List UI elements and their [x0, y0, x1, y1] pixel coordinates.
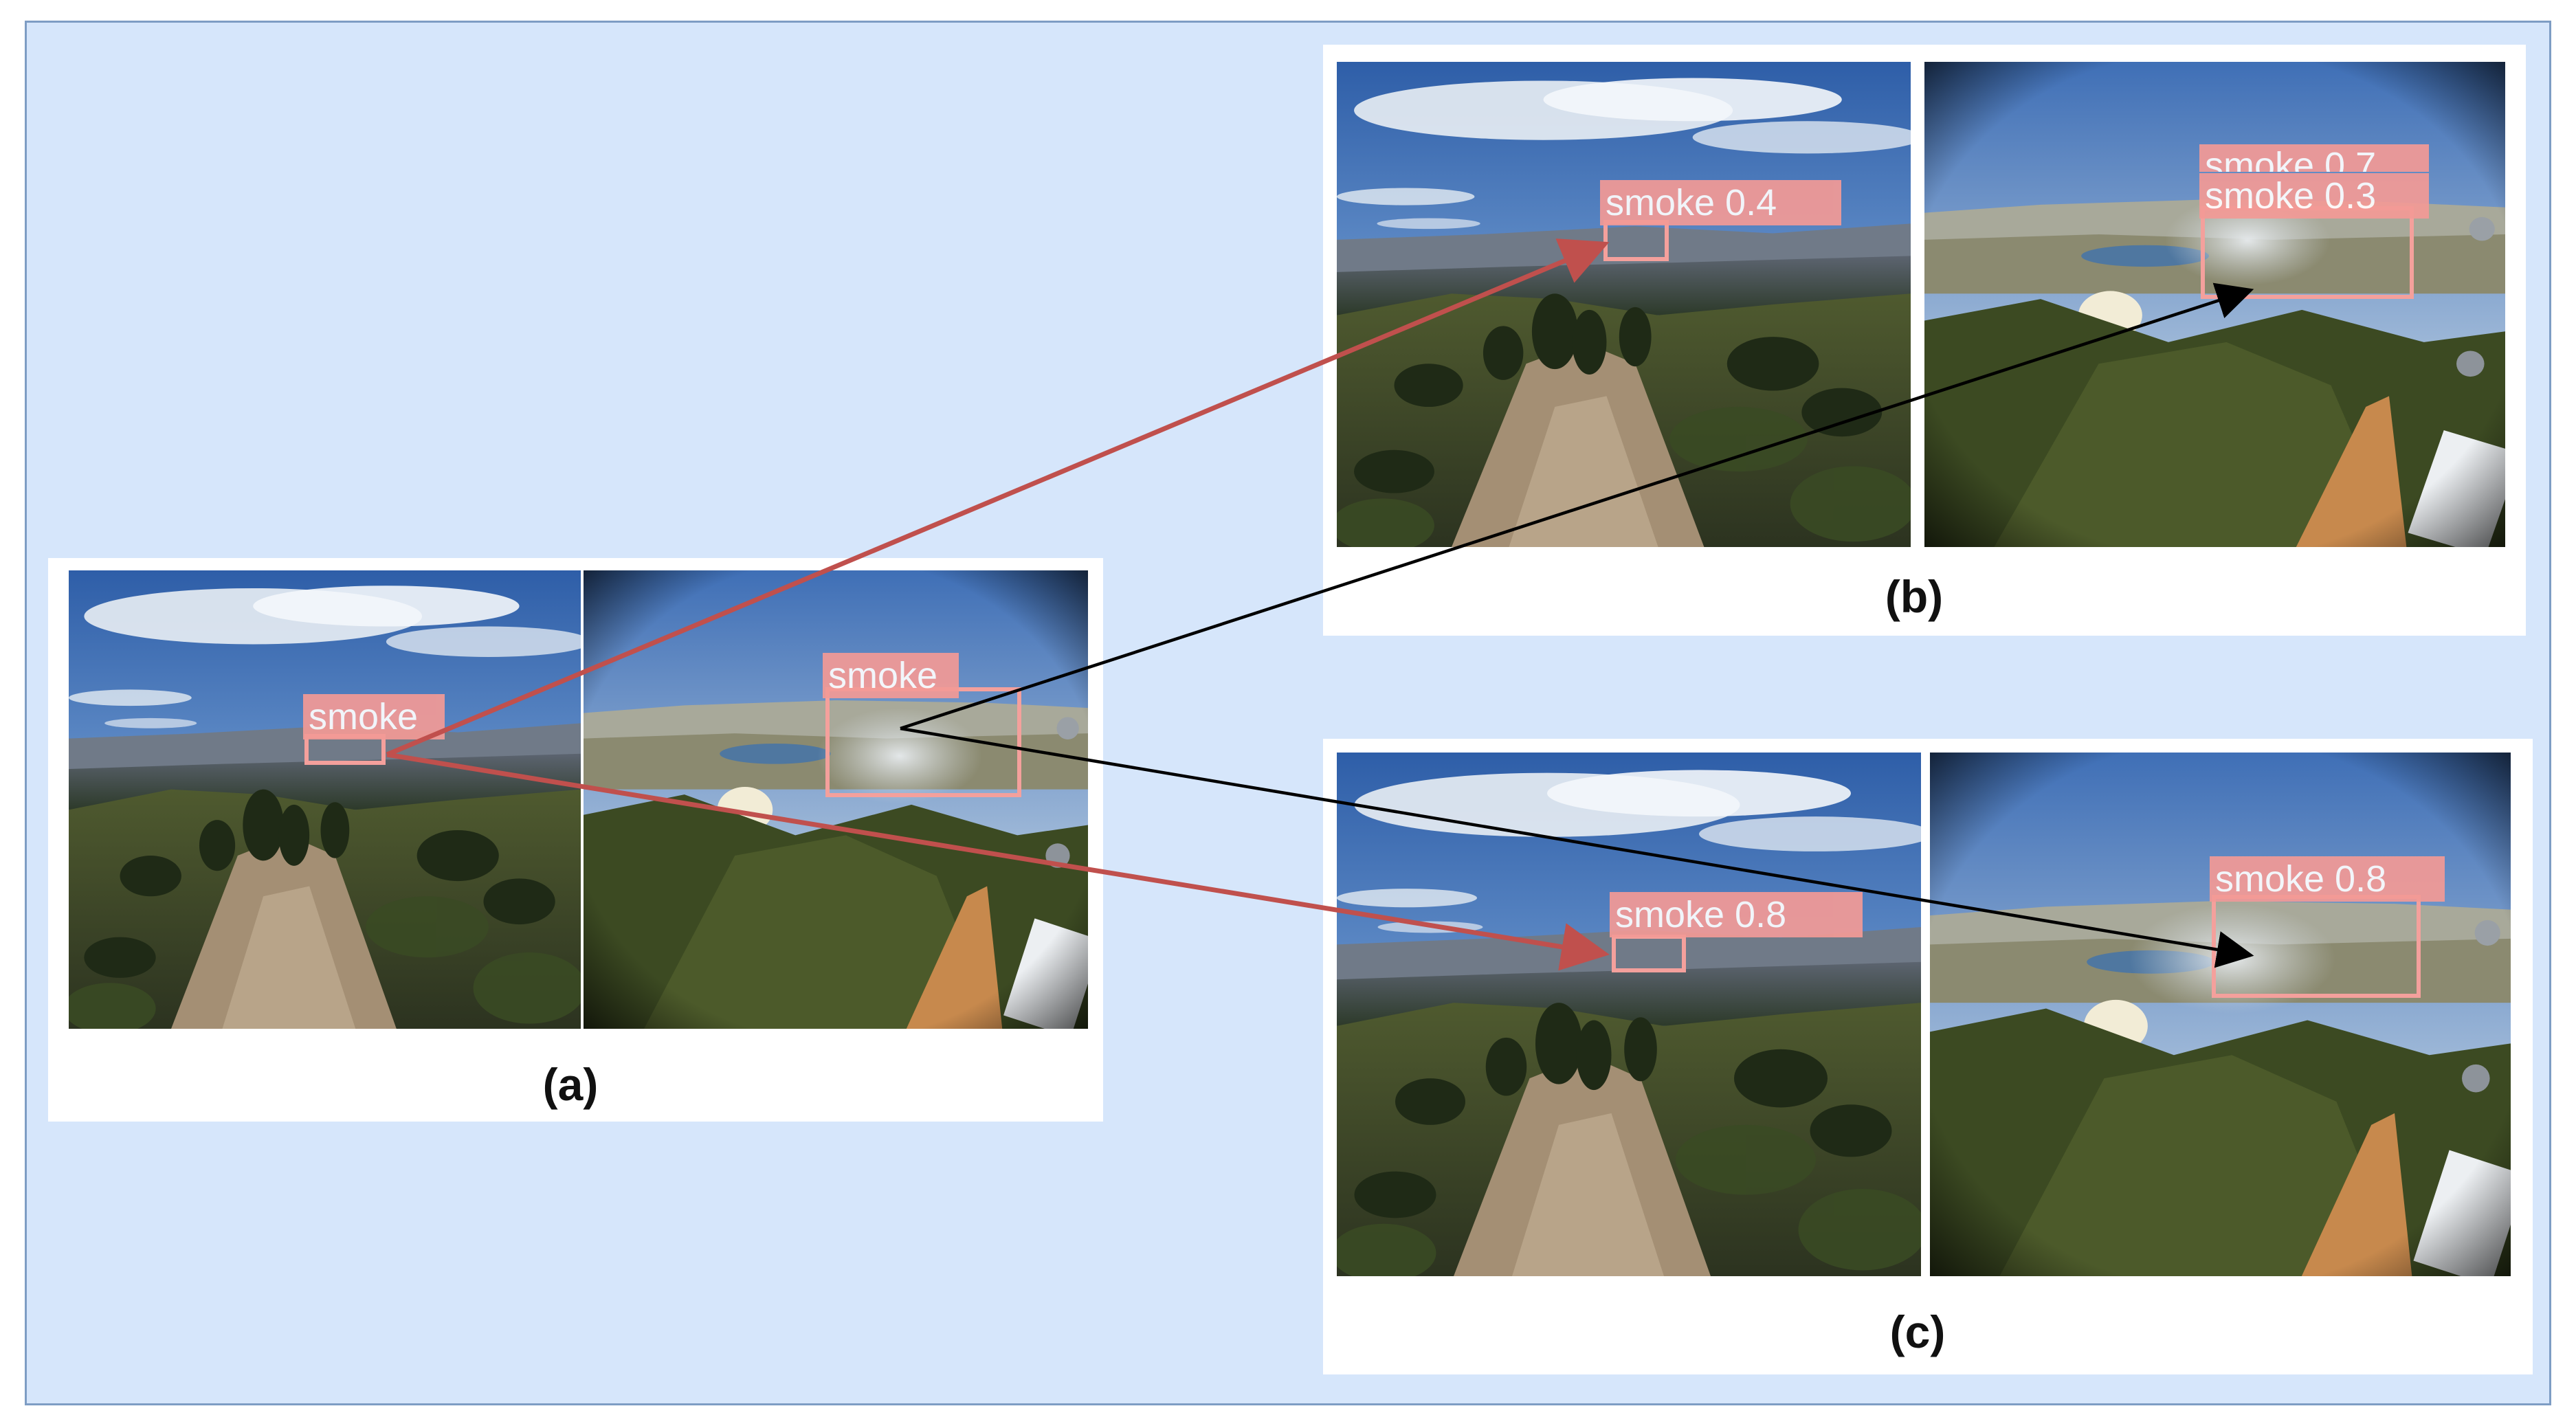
panel-b-left-detection-box — [1603, 220, 1669, 261]
panel-b-right-top-detection-label: smoke 0.7 — [2199, 144, 2429, 172]
panel-a-left-photo — [69, 570, 581, 1029]
panel-c-right-detection-box — [2212, 895, 2421, 998]
panel-c-right-photo — [1930, 753, 2511, 1276]
panel-b-right-photo — [1924, 62, 2505, 547]
panel-b-right-detection-box — [2201, 206, 2414, 299]
panel-b-left-photo — [1337, 62, 1911, 547]
panel-c-left-photo — [1337, 753, 1921, 1276]
panel-b-right-detection-label: smoke 0.3 — [2199, 173, 2429, 219]
panel-c-left-detection-label: smoke 0.8 — [1610, 892, 1863, 937]
panel-a-right-photo — [584, 570, 1088, 1029]
panel-a-right-detection-label: smoke — [823, 653, 959, 698]
panel-c-left-detection-box — [1612, 935, 1686, 972]
panel-b-left-detection-label: smoke 0.4 — [1600, 180, 1841, 225]
panel-a-left-detection-label: smoke — [303, 694, 445, 739]
panel-b-caption: (b) — [1885, 571, 1944, 622]
panel-c-right-detection-label: smoke 0.8 — [2210, 856, 2445, 902]
panel-c-caption: (c) — [1889, 1306, 1946, 1357]
panel-a-caption: (a) — [542, 1059, 599, 1110]
panel-a-right-detection-box — [825, 687, 1021, 797]
